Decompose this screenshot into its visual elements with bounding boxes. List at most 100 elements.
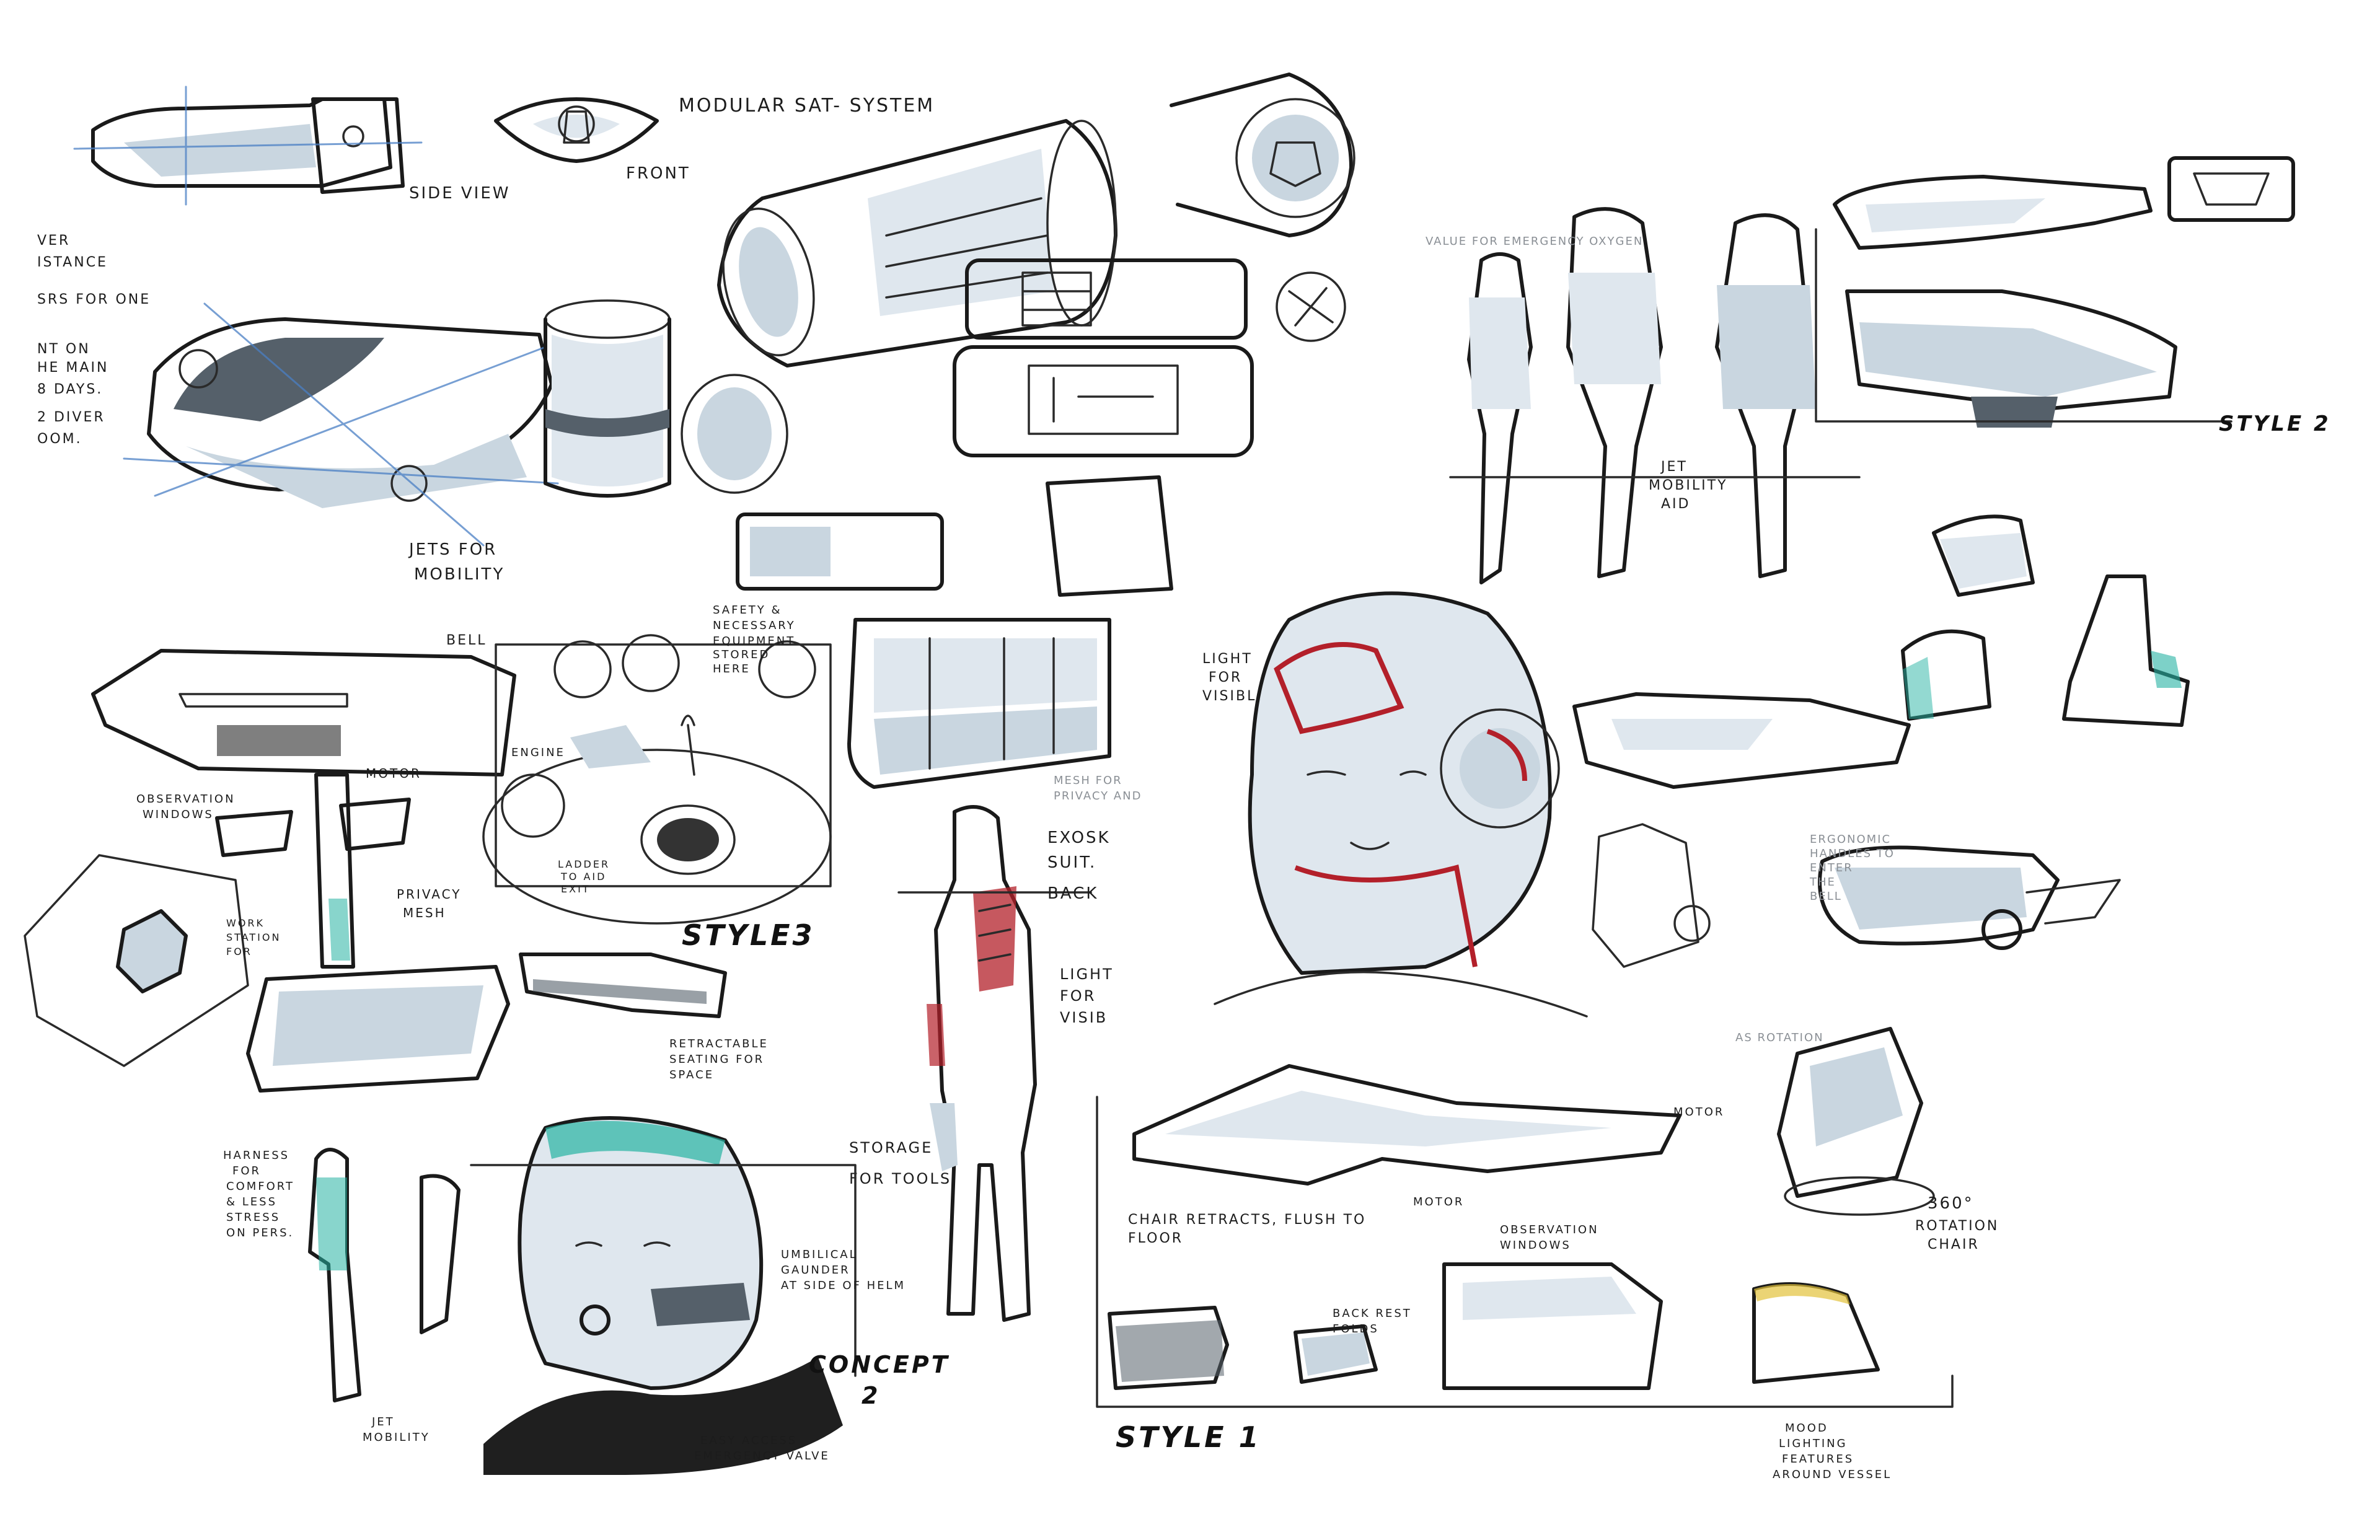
svg-text:ISTANCE: ISTANCE [37,255,108,270]
diver-figures [1449,207,1861,584]
concept-2-label-b: 2 [862,1382,880,1409]
ladder-3: EXIT [561,883,591,895]
obs-win-b-2: WINDOWS [1500,1239,1571,1252]
harness-3: COMFORT [226,1180,294,1193]
ergo-4: THE [1809,876,1836,889]
bell-craft-side [91,649,516,777]
light-head-2: FOR [1209,670,1242,685]
obs-win-1: OBSERVATION [136,793,236,806]
easy-access-1: EASY ACCESS [700,1434,797,1447]
svg-text:SRS FOR ONE: SRS FOR ONE [37,292,151,307]
back-rest-2: FOLDS [1333,1322,1379,1335]
boot-sketches [1901,514,2190,727]
svg-text:HE MAIN: HE MAIN [37,360,108,376]
helmet-head-sketch [1214,591,1588,1018]
work-station-2: STATION [226,931,281,943]
light-visib-2: FOR [1060,987,1096,1005]
safety-4: STORED [713,648,770,661]
safety-5: HERE [713,662,751,675]
exosuit-figure [897,805,1092,1322]
rotation-1: 360° [1928,1194,1974,1213]
exosk-1: EXOSK [1047,829,1111,847]
obs-win-b-1: OBSERVATION [1500,1223,1599,1236]
umbilical-2: GAUNDER [781,1264,850,1277]
ergo-5: BELL [1810,890,1842,903]
harness-6: ON PERS. [226,1226,294,1239]
rotation-3: CHAIR [1928,1237,1980,1252]
top-cylinder-detail [1170,73,1355,237]
svg-text:NT ON: NT ON [37,341,90,357]
as-rotation-note: AS ROTATION [1735,1031,1824,1044]
umbilical-3: AT SIDE OF HELM [781,1279,906,1292]
style-3-label: STYLE3 [682,918,815,952]
main-vehicle-sketch [123,299,788,547]
ergo-1: ERGONOMIC [1810,833,1891,846]
harness-4: & LESS [226,1195,277,1208]
front-view-sketch [494,97,659,163]
mood-3: FEATURES [1782,1453,1854,1466]
mood-1: MOOD [1785,1422,1828,1435]
ergo-2: HANDLES TO [1810,847,1895,860]
harness-1: HARNESS [223,1149,289,1162]
jets-label-1: JETS FOR [408,540,497,559]
easy-access-2: EMERGENCY VALVE [694,1450,830,1463]
style-2-craft [1815,156,2295,428]
safety-1: SAFETY & [713,604,782,617]
light-visib-3: VISIB [1060,1009,1108,1026]
style-1-label: STYLE 1 [1116,1420,1261,1454]
obs-win-2: WINDOWS [143,808,214,821]
jet-mob-2: MOBILITY [363,1431,430,1444]
light-visib-1: LIGHT [1060,966,1114,983]
svg-text:2 DIVER: 2 DIVER [37,410,105,425]
back-label: BACK [1047,884,1098,903]
jet-aid-3: AID [1661,496,1690,512]
umbilical-1: UMBILICAL [781,1248,858,1261]
svg-text:8 DAYS.: 8 DAYS. [37,382,103,397]
style-1-craft [1096,1027,1954,1408]
ladder-2: TO AID [560,871,606,882]
harness-5: STRESS [226,1211,280,1224]
mesh-privacy-2: PRIVACY AND [1054,790,1142,803]
retract-3: SPACE [669,1068,714,1081]
storage-module [736,475,1173,789]
mood-4: AROUND VESSEL [1773,1468,1892,1481]
exosk-2: SUIT. [1047,853,1096,872]
svg-text:VER: VER [37,233,70,249]
rotation-2: ROTATION [1915,1218,1999,1234]
jet-mob-1: JET [371,1415,395,1428]
privacy-mesh-1: PRIVACY [397,887,461,902]
retract-1: RETRACTABLE [669,1037,769,1050]
engine-label: ENGINE [511,746,565,759]
retractable-seat [519,953,727,1018]
modular-sat-cylinder [717,119,1117,367]
concept-2-helmet [308,1116,857,1475]
jet-aid-2: MOBILITY [1649,478,1728,493]
blueprint-panels [953,258,1346,457]
chair-retracts-1: CHAIR RETRACTS, FLUSH TO [1128,1212,1366,1228]
storage-tools-2: FOR TOOLS [849,1170,951,1187]
style-3-interior [482,634,832,925]
retract-2: SEATING FOR [669,1053,764,1066]
motor-bottom-1: MOTOR [1673,1106,1724,1119]
safety-3: EQUIPMENT [713,635,795,648]
back-rest-1: BACK REST [1333,1307,1412,1320]
style-2-label: STYLE 2 [2219,411,2331,436]
workstation-sketch [24,773,510,1093]
ergo-3: ENTER [1810,861,1853,874]
mood-2: LIGHTING [1779,1437,1848,1450]
motor-bottom-2: MOTOR [1413,1195,1464,1208]
harness-2: FOR [232,1164,261,1177]
ladder-1: LADDER [558,858,610,870]
concept-2-label-a: CONCEPT [809,1351,950,1378]
svg-text:OOM.: OOM. [37,431,82,447]
front-label: FRONT [626,164,690,183]
work-station-3: FOR [226,946,252,957]
storage-tools-1: STORAGE [849,1139,933,1156]
side-view-label: SIDE VIEW [409,184,510,203]
light-head-1: LIGHT [1202,651,1253,667]
motor-label: MOTOR [366,766,421,781]
left-edge-notes: VER ISTANCE SRS FOR ONE NT ON HE MAIN 8 … [37,233,151,447]
safety-2: NECESSARY [713,619,796,632]
jets-label-2: MOBILITY [414,565,505,584]
